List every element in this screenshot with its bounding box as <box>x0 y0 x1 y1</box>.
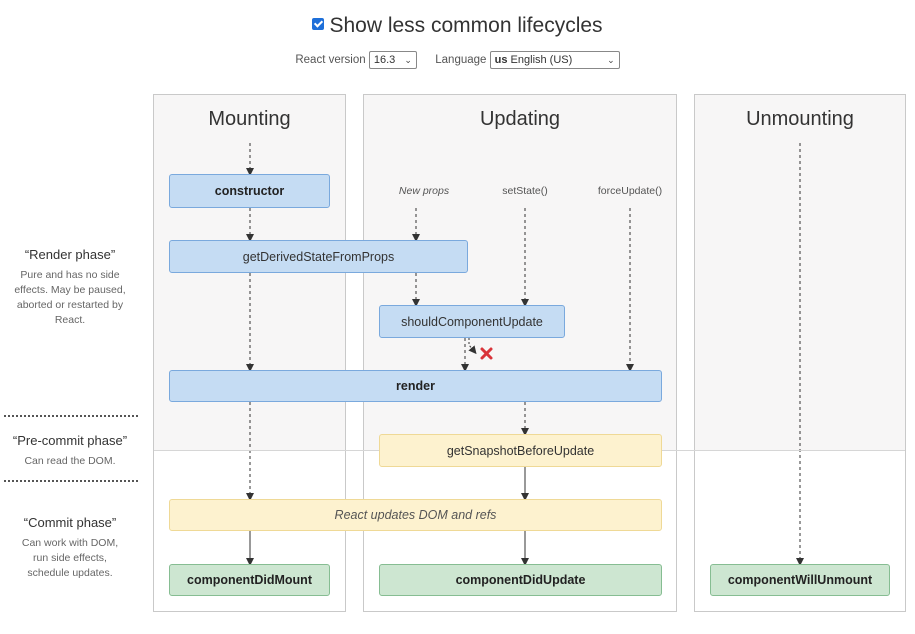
mounting-title: Mounting <box>208 108 291 130</box>
header-controls: React version 16.3⌄ Language us English … <box>0 51 915 69</box>
show-less-common-label: Show less common lifecycles <box>329 14 603 37</box>
chevron-down-icon: ⌄ <box>607 55 615 65</box>
cancel-x-icon <box>480 347 493 360</box>
show-less-common-checkbox[interactable] <box>312 18 325 31</box>
arrow-scu-cancel <box>468 338 477 355</box>
unmounting-title: Unmounting <box>746 108 854 130</box>
commit-phase-title: “Commit phase” <box>23 515 117 530</box>
constructor-box[interactable]: constructor <box>169 174 330 208</box>
chevron-down-icon: ⌄ <box>404 55 412 65</box>
show-less-common-toggle[interactable]: Show less common lifecycles <box>0 14 915 38</box>
phase-divider <box>4 415 138 417</box>
component-will-unmount-box[interactable]: componentWillUnmount <box>710 564 890 596</box>
language-select[interactable]: us English (US)⌄ <box>489 51 620 69</box>
react-version-label: React version <box>295 54 366 66</box>
force-update-trigger: forceUpdate() <box>597 185 663 197</box>
new-props-trigger: New props <box>398 185 450 197</box>
component-did-mount-box[interactable]: componentDidMount <box>169 564 330 596</box>
precommit-phase-title: “Pre-commit phase” <box>12 433 128 448</box>
component-did-update-box[interactable]: componentDidUpdate <box>379 564 662 596</box>
language-label: Language <box>435 54 487 66</box>
should-component-update-box[interactable]: shouldComponentUpdate <box>379 305 565 338</box>
precommit-phase-description: Can read the DOM. <box>24 455 116 467</box>
render-phase-description: Pure and has no side effects. May be pau… <box>14 269 126 326</box>
render-box[interactable]: render <box>169 370 662 402</box>
phase-divider <box>4 480 138 482</box>
commit-phase-description: Can work with DOM, run side effects, sch… <box>21 537 119 579</box>
language-flag: us <box>494 54 508 66</box>
updating-title: Updating <box>479 108 561 130</box>
react-version-select[interactable]: 16.3⌄ <box>368 51 417 69</box>
get-snapshot-before-update-box[interactable]: getSnapshotBeforeUpdate <box>379 434 662 467</box>
render-phase-title: “Render phase” <box>24 247 116 262</box>
react-updates-dom-box: React updates DOM and refs <box>169 499 662 531</box>
get-derived-state-from-props-box[interactable]: getDerivedStateFromProps <box>169 240 468 273</box>
set-state-trigger: setState() <box>502 185 548 197</box>
